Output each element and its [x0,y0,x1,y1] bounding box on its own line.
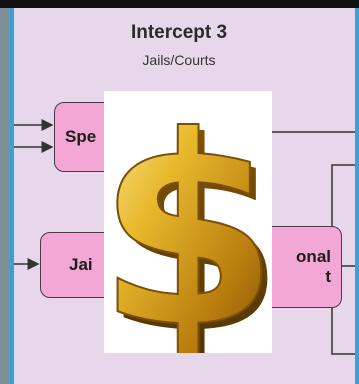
dollar-overlay: $ $ [96,79,285,384]
jail-label: Jai [69,255,93,274]
specialty-court-label: Spe [65,127,97,146]
top-bar [0,0,359,8]
right-node-line1: onal [296,247,331,266]
panel-subtitle: Jails/Courts [142,52,216,68]
panel-title: Intercept 3 [130,22,228,43]
left-frame [0,8,14,384]
right-node-line2: t [325,267,331,286]
dollar-sign-icon: $ $ [96,79,285,384]
dollar-glyph: $ [104,91,272,353]
left-frame-stripe [10,8,14,384]
svg-text:$: $ [104,91,272,353]
right-frame [355,8,359,384]
